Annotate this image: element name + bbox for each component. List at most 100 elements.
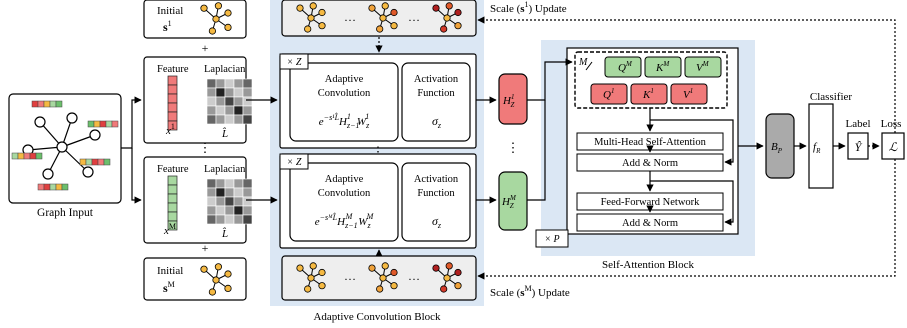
laplacian-cell [242,178,253,189]
laplacian-cell [224,187,235,198]
feature-cell [17,152,25,160]
l-hat-1-symbol: L̂ [221,127,228,140]
classifier-symbol: fR [813,141,821,155]
laplacian-cell [224,87,235,98]
graph-node [224,9,232,17]
initial-sM-graph-icon [200,263,232,296]
feature-cell [55,183,63,191]
graph-node [214,263,222,271]
feature-1-label: Feature [157,64,189,75]
laplacian-cell [242,78,253,89]
k-M-label: KM [655,60,670,74]
laplacian-cell [242,96,253,107]
laplacian-cell [233,214,244,225]
hz-1-box [498,73,528,125]
activation-M-title-2: Function [417,188,455,199]
laplacian-cell [215,214,226,225]
add-norm-1-label: Add & Norm [622,158,678,169]
v-M-box [684,56,722,78]
graph-node [454,268,462,277]
graph-node [376,25,384,33]
q-M-box [604,56,642,78]
graph-node [208,288,216,296]
laplacian-cell [206,78,217,89]
x1-symbol: x1 [165,122,175,137]
laplacian-cell [206,187,217,198]
laplacian-cell [206,114,217,125]
q-1-box [590,83,628,105]
feature-vector-xM [167,175,178,231]
laplacian-cell [215,87,226,98]
feature-cell [37,183,45,191]
graph-node [440,285,448,293]
initial-s1-box [143,0,247,39]
feature-cell [23,152,31,160]
feature-vector-x1 [167,75,178,131]
feature-cell [49,100,57,108]
laplacian-cell [224,96,235,107]
feature-cell [167,75,178,86]
laplacian-cell [206,96,217,107]
feature-cell [37,100,45,108]
laplacian-cell [206,87,217,98]
laplacian-cell [233,205,244,216]
graph-node [296,264,304,272]
scale-s1-update-box [281,0,477,37]
repeat-z-1-tag [279,53,309,70]
laplacian-cell [206,214,217,225]
laplacian-cell [242,187,253,198]
feature-cell [35,152,43,160]
feature-cell [167,211,178,222]
graph-node [224,284,232,292]
feature-cell [97,158,105,166]
label-node: Ŷ [847,132,869,160]
activation-M-title-1: Activation [414,174,459,185]
graph-node [82,166,94,178]
graph-node [212,15,220,23]
feature-cell [93,120,101,128]
laplacian-matrix-1 [206,78,253,125]
graph-node [454,8,462,17]
self-attention-block-label: Self-Attention Block [602,259,694,271]
bp-label: BP [771,141,783,155]
arrow-input-to-M [131,148,142,204]
feature-cell [111,120,119,128]
laplacian-M-label: Laplacian [204,164,246,175]
adaptive-conv-M-title-1: Adaptive [325,174,364,185]
laplacian-cell [215,78,226,89]
laplacian-cell [242,205,253,216]
initial-sM-symbol: sM [163,280,175,295]
graph-node [445,262,453,270]
classifier-box [808,103,834,189]
laplacian-cell [206,105,217,116]
graph-node [318,268,326,277]
loss-symbol: ℒ [889,140,898,154]
laplacian-cell [233,78,244,89]
vdots-hz: ⋮ [507,140,520,155]
add-norm-2-label: Add & Norm [622,218,678,229]
laplacian-cell [233,196,244,207]
graph-input-label: Graph Input [37,207,94,219]
laplacian-cell [242,105,253,116]
laplacian-cell [224,196,235,207]
graph-node [390,8,398,17]
mhsa-label: Multi-Head Self-Attention [594,137,706,148]
repeat-p-tag [535,229,569,248]
feature-cell [167,120,178,131]
initial-s1: Initial s1 [143,0,247,39]
label-title: Label [845,118,870,130]
laplacian-cell [224,105,235,116]
graph-edge [61,146,89,173]
repeat-z-M-label: × Z [287,157,302,168]
feature-cell [167,84,178,95]
scale-sM-update-label: Scale (sM) Update [490,284,570,299]
feature-cell [103,158,111,166]
graph-input-graph-icon [22,112,101,180]
graph-node [390,22,398,30]
adaptive-conv-1-title-2: Convolution [318,88,371,99]
scale-s1-graph-icons [296,2,462,33]
classifier-label: Classifier [810,91,852,103]
